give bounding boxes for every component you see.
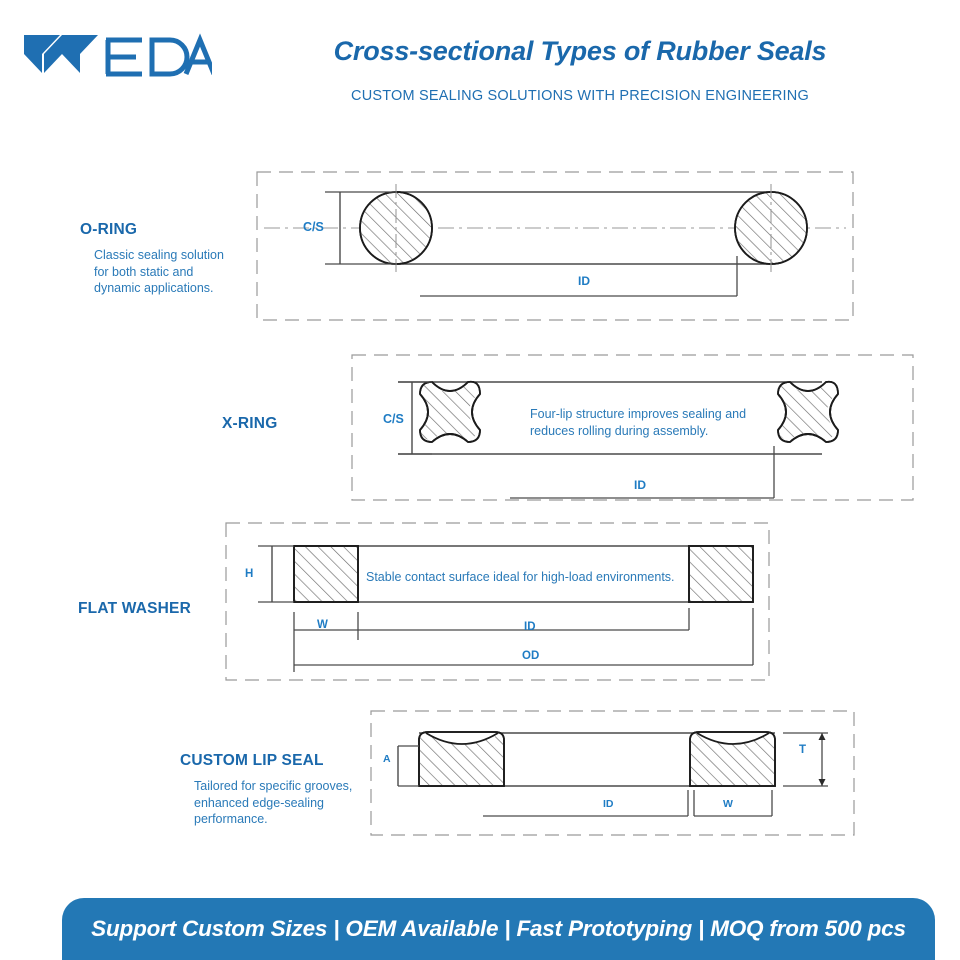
page-subtitle: CUSTOM SEALING SOLUTIONS WITH PRECISION … bbox=[351, 88, 809, 104]
flat-washer-section-left bbox=[293, 545, 359, 603]
o-ring-section-right bbox=[734, 191, 808, 265]
o-ring-frame bbox=[256, 171, 854, 321]
label-lip-seal-id: ID bbox=[603, 798, 614, 810]
lip-seal-section-left bbox=[418, 731, 505, 787]
label-x-ring-id: ID bbox=[634, 478, 646, 492]
o-ring-desc-line-3: dynamic applications. bbox=[94, 281, 214, 296]
section-title-flat-washer: FLAT WASHER bbox=[78, 600, 191, 617]
label-x-ring-cs: C/S bbox=[383, 412, 404, 426]
lip-seal-desc-line-1: Tailored for specific grooves, bbox=[194, 779, 353, 793]
label-flat-washer-w: W bbox=[317, 619, 328, 631]
lip-seal-dimension-w bbox=[693, 790, 773, 817]
footer-text: Support Custom Sizes | OEM Available | F… bbox=[91, 916, 906, 941]
label-flat-washer-id: ID bbox=[524, 621, 536, 633]
x-ring-callout-line-2: reduces rolling during assembly. bbox=[530, 423, 709, 438]
x-ring-section-left bbox=[419, 380, 481, 443]
x-ring-callout-line-1: Four-lip structure improves sealing and bbox=[530, 407, 747, 421]
lip-seal-section-right bbox=[689, 731, 776, 787]
label-flat-washer-od: OD bbox=[522, 650, 540, 662]
callout-x-ring: Four-lip structure improves sealing and … bbox=[530, 406, 780, 439]
meda-logo bbox=[22, 32, 217, 84]
diagram-o-ring bbox=[256, 171, 854, 321]
o-ring-desc-line-2: for both static and bbox=[94, 264, 194, 279]
o-ring-section-left bbox=[359, 191, 433, 265]
x-ring-section-right bbox=[777, 380, 839, 443]
callout-flat-washer: Stable contact surface ideal for high-lo… bbox=[366, 570, 675, 584]
diagram-flat-washer bbox=[225, 522, 770, 681]
label-flat-washer-h: H bbox=[245, 568, 254, 580]
label-lip-seal-w: W bbox=[723, 798, 733, 810]
lip-seal-desc-line-3: performance. bbox=[194, 812, 268, 827]
section-title-x-ring: X-RING bbox=[222, 415, 278, 432]
section-title-o-ring: O-RING bbox=[80, 221, 138, 238]
o-ring-dimension-cs bbox=[325, 191, 396, 265]
section-desc-custom-lip-seal: Tailored for specific grooves, enhanced … bbox=[194, 778, 394, 828]
lip-seal-desc-line-2: enhanced edge-sealing bbox=[194, 795, 324, 810]
lip-seal-dimension-id bbox=[483, 790, 689, 817]
o-ring-desc-line-1: Classic sealing solution bbox=[94, 248, 224, 262]
page-title: Cross-sectional Types of Rubber Seals bbox=[333, 36, 827, 66]
label-lip-seal-a: A bbox=[383, 753, 391, 765]
section-title-custom-lip-seal: CUSTOM LIP SEAL bbox=[180, 752, 324, 769]
label-o-ring-cs: C/S bbox=[303, 220, 324, 234]
label-o-ring-id: ID bbox=[578, 274, 590, 288]
lip-seal-dimension-t bbox=[783, 732, 828, 787]
diagram-custom-lip-seal bbox=[370, 710, 855, 836]
flat-washer-frame bbox=[225, 522, 770, 681]
lip-seal-frame bbox=[370, 710, 855, 836]
flat-washer-dimension-h bbox=[258, 545, 294, 603]
lip-seal-dimension-a bbox=[397, 745, 419, 787]
label-lip-seal-t: T bbox=[799, 744, 807, 756]
footer-banner: Support Custom Sizes | OEM Available | F… bbox=[62, 898, 935, 960]
section-desc-o-ring: Classic sealing solution for both static… bbox=[94, 247, 274, 297]
